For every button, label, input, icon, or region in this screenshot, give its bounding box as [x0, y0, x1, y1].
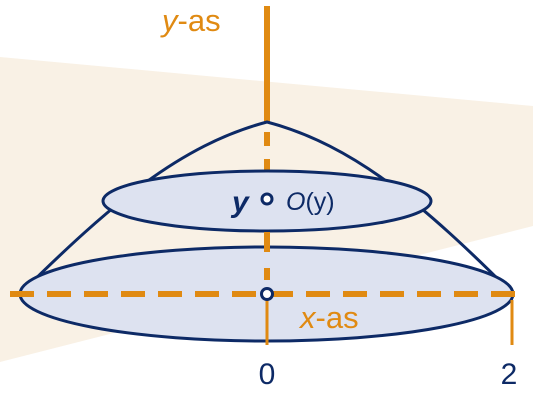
x-axis-var: x: [298, 300, 317, 335]
dome-outline: [18, 120, 515, 296]
cross-section-var: O: [286, 188, 305, 216]
tick-label-two: 2: [501, 358, 518, 391]
cross-section-label: O(y): [286, 188, 335, 216]
y-axis-suffix: -as: [178, 3, 221, 38]
tick-label-zero: 0: [259, 358, 276, 391]
y-axis-label: y-as: [160, 3, 221, 38]
level-y-point: [260, 192, 274, 206]
cross-section-arg: (y): [305, 188, 334, 216]
origin-point: [260, 287, 274, 301]
y-axis-var: y: [160, 3, 180, 38]
x-axis-label: x-as: [298, 300, 359, 335]
x-axis-suffix: -as: [316, 300, 359, 335]
level-y-label: y: [230, 186, 250, 219]
